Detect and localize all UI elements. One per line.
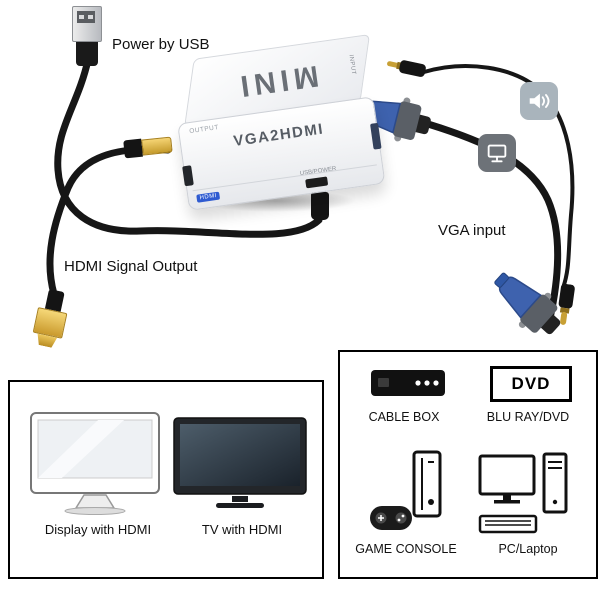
label-vga-input: VGA input <box>438 222 506 239</box>
hdmi-port-tag: HDMI <box>196 191 221 203</box>
label-power-by-usb: Power by USB <box>112 36 210 53</box>
game-console-label: GAME CONSOLE <box>355 542 457 556</box>
tv-hdmi-label: TV with HDMI <box>201 522 283 537</box>
speaker-icon <box>520 82 558 120</box>
monitor-icon <box>478 134 516 172</box>
tv-icon <box>172 416 312 519</box>
blu-ray-dvd-label: BLU RAY/DVD <box>486 410 570 424</box>
hdmi-plug-gold-tip <box>141 136 173 156</box>
device-model-text: VGA2HDMI <box>232 120 326 151</box>
display-hdmi-label: Display with HDMI <box>44 522 152 537</box>
usb-connector-body <box>76 42 98 66</box>
usb-metal-shell <box>72 6 102 42</box>
device-shell-seam <box>192 164 377 192</box>
device-output-label: OUTPUT <box>188 124 220 136</box>
vga-connector-source-side <box>478 258 574 352</box>
cable-box-label: CABLE BOX <box>368 410 440 424</box>
game-console-icon <box>368 450 448 541</box>
usb-power-plug-body <box>311 192 329 220</box>
usb-port-opening <box>77 11 95 23</box>
hdmi-display-icon <box>28 410 168 523</box>
audio-jack-top <box>383 52 430 89</box>
sources-panel: CABLE BOX DVD BLU RAY/DVD GAME CONSOLE <box>338 350 598 579</box>
audio-cable <box>422 64 575 290</box>
vga-connector-icon <box>494 272 561 335</box>
pc-icon <box>478 452 570 541</box>
audio-jack-icon <box>558 283 575 325</box>
audio-jack-icon <box>387 60 426 77</box>
audio-jack-bottom <box>551 283 580 335</box>
usb-power-cable <box>54 56 323 238</box>
dvd-player-icon: DVD <box>490 366 572 402</box>
hdmi-output-port <box>182 165 194 187</box>
pc-laptop-label: PC/Laptop <box>498 542 558 556</box>
cable-box-icon <box>370 368 448 405</box>
converter-device: MINI INPUT OUTPUT VGA2HDMI USB/POWER HDM… <box>169 34 386 211</box>
hdmi-plug-boot <box>123 138 143 159</box>
mini-usb-port <box>304 176 328 189</box>
vga-cable <box>424 120 562 322</box>
displays-panel: Display with HDMI TV with HDMI <box>8 380 324 579</box>
usb-connector <box>72 6 102 66</box>
label-hdmi-signal-output: HDMI Signal Output <box>64 258 198 275</box>
